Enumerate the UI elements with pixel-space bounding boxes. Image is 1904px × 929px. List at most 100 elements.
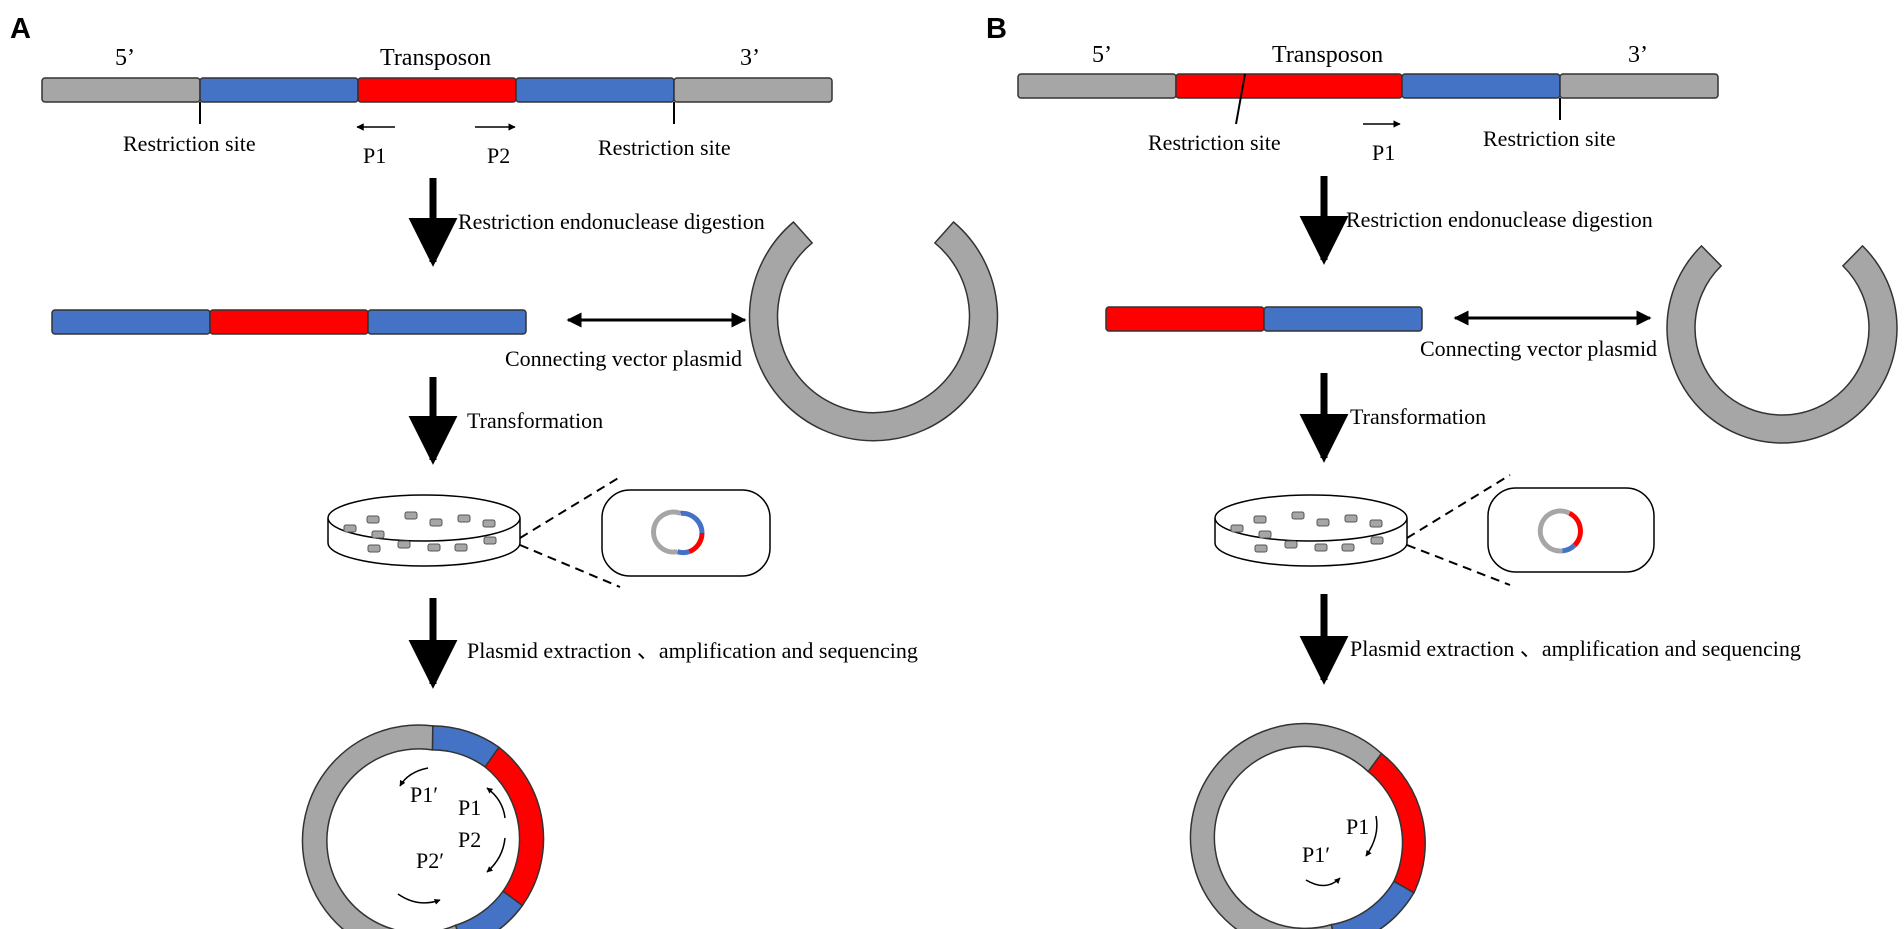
panel-b-transformation-label: Transformation: [1350, 404, 1486, 429]
panel-a-p1-circle-arrow: [486, 787, 506, 819]
colony: [367, 544, 381, 553]
colony: [427, 543, 441, 552]
panel-a-transformation-label: Transformation: [467, 408, 603, 433]
panel-a-5prime-flank: [41, 77, 201, 103]
panel-b-circle-p1prime: P1′: [1302, 842, 1330, 867]
panel-a-digested-fragment: [51, 309, 527, 335]
panel-b-3prime-label: 3’: [1628, 42, 1648, 68]
panel-b-digested-fragment: [1105, 306, 1423, 332]
panel-b-5prime-label: 5’: [1092, 42, 1112, 68]
panel-b-recombinant-plasmid: [1189, 722, 1426, 929]
mini-plasmid-blue-arc: [1561, 543, 1577, 554]
colony: [1370, 536, 1384, 545]
panel-b-recombinant-plasmid-small: [1537, 508, 1583, 554]
panel-a-dish-top: [327, 494, 521, 542]
mini-plasmid-gray-arc: [1537, 508, 1571, 554]
panel-a-ligation-label: Connecting vector plasmid: [505, 346, 742, 371]
panel-a-p1-label: P1: [363, 143, 386, 168]
panel-a-restriction-site-left: Restriction site: [123, 131, 256, 156]
colony: [1316, 518, 1330, 527]
mini-plasmid-blue-arc: [676, 549, 690, 556]
panel-b-dish-top: [1214, 494, 1408, 542]
colony: [454, 543, 468, 552]
panel-b-restriction-site-right: Restriction site: [1483, 126, 1616, 151]
panel-a-3prime-label: 3’: [740, 45, 760, 71]
plasmid-gray-segment: [1189, 722, 1383, 929]
colony: [457, 514, 471, 523]
colony: [366, 515, 380, 524]
panel-b-digestion-label: Restriction endonuclease digestion: [1346, 207, 1653, 232]
panel-a-fragment-blue-left: [51, 309, 211, 335]
mini-plasmid-red-arc: [1568, 510, 1583, 547]
panel-a-petri-dish: [327, 494, 521, 567]
panel-a-fragment-red: [209, 309, 369, 335]
colony: [397, 540, 411, 549]
panel-a-zoom-line-top: [519, 476, 621, 539]
panel-a-fragment-blue-right: [367, 309, 527, 335]
plasmid-gray-segment: [301, 724, 458, 929]
colony: [343, 524, 357, 533]
panel-a-circle-p2: P2: [458, 827, 481, 852]
panel-b: B 5’ Transposon 3’ Restriction site Rest…: [986, 13, 1898, 929]
mini-plasmid-red-arc: [688, 532, 705, 555]
mini-plasmid-blue-arc: [680, 510, 705, 534]
colony: [483, 536, 497, 545]
panel-a-letter: A: [10, 13, 31, 45]
panel-b-transposon-label: Transposon: [1272, 42, 1383, 68]
panel-b-petri-dish: [1214, 494, 1408, 567]
colony: [404, 511, 418, 520]
colony: [1253, 515, 1267, 524]
panel-a-circle-p1prime: P1′: [410, 782, 438, 807]
colony: [1341, 543, 1355, 552]
colony: [371, 530, 385, 539]
panel-a-sequencing-label: Plasmid extraction 、amplification and se…: [467, 638, 918, 663]
panel-a-p2-label: P2: [487, 143, 510, 168]
colony: [1284, 540, 1298, 549]
panel-b-sequencing-label: Plasmid extraction 、amplification and se…: [1350, 636, 1801, 661]
panel-a-recombinant-plasmid: [301, 724, 545, 929]
panel-a-right-blue-segment: [515, 77, 675, 103]
panel-a-p1prime-arrow: [399, 767, 429, 787]
panel-a-bacterial-cell: [601, 489, 771, 577]
panel-b-5prime-flank: [1017, 73, 1177, 99]
panel-a-transposon-label: Transposon: [380, 45, 491, 71]
panel-a-recombinant-plasmid-small: [651, 509, 705, 556]
panel-a-open-vector-plasmid: [748, 220, 999, 442]
panel-a-5prime-label: 5’: [115, 45, 135, 71]
panel-b-ligation-label: Connecting vector plasmid: [1420, 336, 1657, 361]
colony: [1254, 544, 1268, 553]
colony: [1258, 530, 1272, 539]
panel-b-restriction-site-left: Restriction site: [1148, 130, 1281, 155]
colony: [1230, 524, 1244, 533]
panel-b-open-vector-plasmid: [1666, 244, 1898, 444]
colony: [429, 518, 443, 527]
colony: [1314, 543, 1328, 552]
panel-b-letter: B: [986, 13, 1007, 45]
panel-a-restriction-site-right: Restriction site: [598, 135, 731, 160]
panel-b-p1-label: P1: [1372, 140, 1395, 165]
panel-b-circle-p1: P1: [1346, 814, 1369, 839]
panel-b-bacterial-cell: [1487, 487, 1655, 573]
panel-b-restriction-tick-left: [1235, 73, 1246, 125]
panel-a-left-blue-segment: [199, 77, 359, 103]
panel-b-p1-circle-arrow: [1365, 815, 1378, 857]
plasmid-blue-segment: [454, 890, 524, 929]
panel-a-transposon-segment: [357, 77, 517, 103]
panel-b-blue-segment: [1401, 73, 1561, 99]
panel-a-genome-strand: [41, 77, 833, 103]
panel-b-fragment-red: [1105, 306, 1265, 332]
panel-a-p2-circle-arrow: [486, 837, 506, 873]
panel-b-p1prime-arrow: [1305, 877, 1341, 887]
panel-a-circle-p2prime: P2′: [416, 848, 444, 873]
colony: [1369, 519, 1383, 528]
panel-a-zoom-line-bottom: [519, 544, 621, 588]
panel-b-fragment-blue: [1263, 306, 1423, 332]
panel-b-3prime-flank: [1559, 73, 1719, 99]
plasmid-transposon-segment: [484, 746, 545, 907]
panel-a: A 5’ Transposon 3’ Restriction site Rest…: [10, 13, 999, 929]
colony: [1291, 511, 1305, 520]
panel-a-p2prime-arrow: [397, 893, 441, 905]
panel-a-circle-p1: P1: [458, 795, 481, 820]
panel-b-genome-strand: [1017, 73, 1719, 99]
colony: [482, 519, 496, 528]
